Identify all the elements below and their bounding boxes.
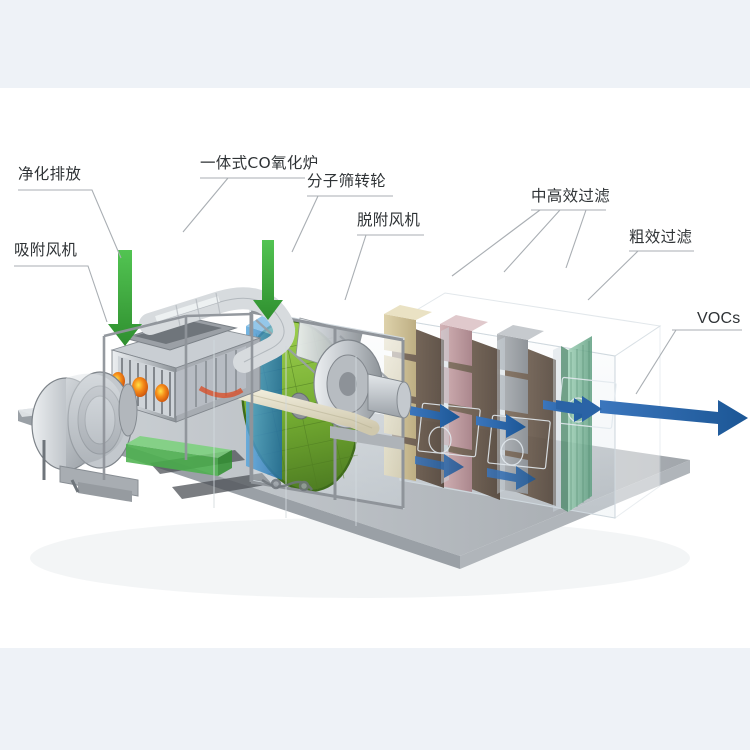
adsorption-fan bbox=[31, 371, 139, 502]
label-adsorption-fan: 吸附风机 bbox=[14, 241, 78, 259]
label-vocs-inlet: VOCs bbox=[697, 310, 741, 327]
label-coarse-filter: 粗效过滤 bbox=[629, 228, 693, 246]
piping-detail bbox=[261, 478, 314, 492]
clean-air-duct bbox=[126, 436, 232, 476]
exhaust-arrows bbox=[108, 240, 283, 346]
flame bbox=[132, 377, 148, 397]
structural-frame bbox=[102, 312, 254, 482]
top-letterbox-band bbox=[0, 0, 750, 88]
label-medium-high-efficiency-filter: 中高效过滤 bbox=[531, 187, 611, 205]
label-co-oxidizer: 一体式CO氧化炉 bbox=[200, 154, 319, 172]
label-desorption-fan: 脱附风机 bbox=[357, 211, 421, 229]
enclosure-edges bbox=[213, 340, 357, 526]
flame bbox=[155, 384, 169, 402]
vocs-inlet-arrow bbox=[600, 400, 748, 436]
label-clean-exhaust: 净化排放 bbox=[18, 165, 82, 183]
vocs-inlet-arrow-secondary bbox=[556, 396, 602, 422]
inspection-ports bbox=[417, 376, 617, 470]
hot-air-duct bbox=[139, 287, 295, 373]
label-molecular-rotor: 分子筛转轮 bbox=[307, 172, 387, 190]
bottom-letterbox-band bbox=[0, 648, 750, 750]
desorption-fan bbox=[313, 339, 412, 450]
